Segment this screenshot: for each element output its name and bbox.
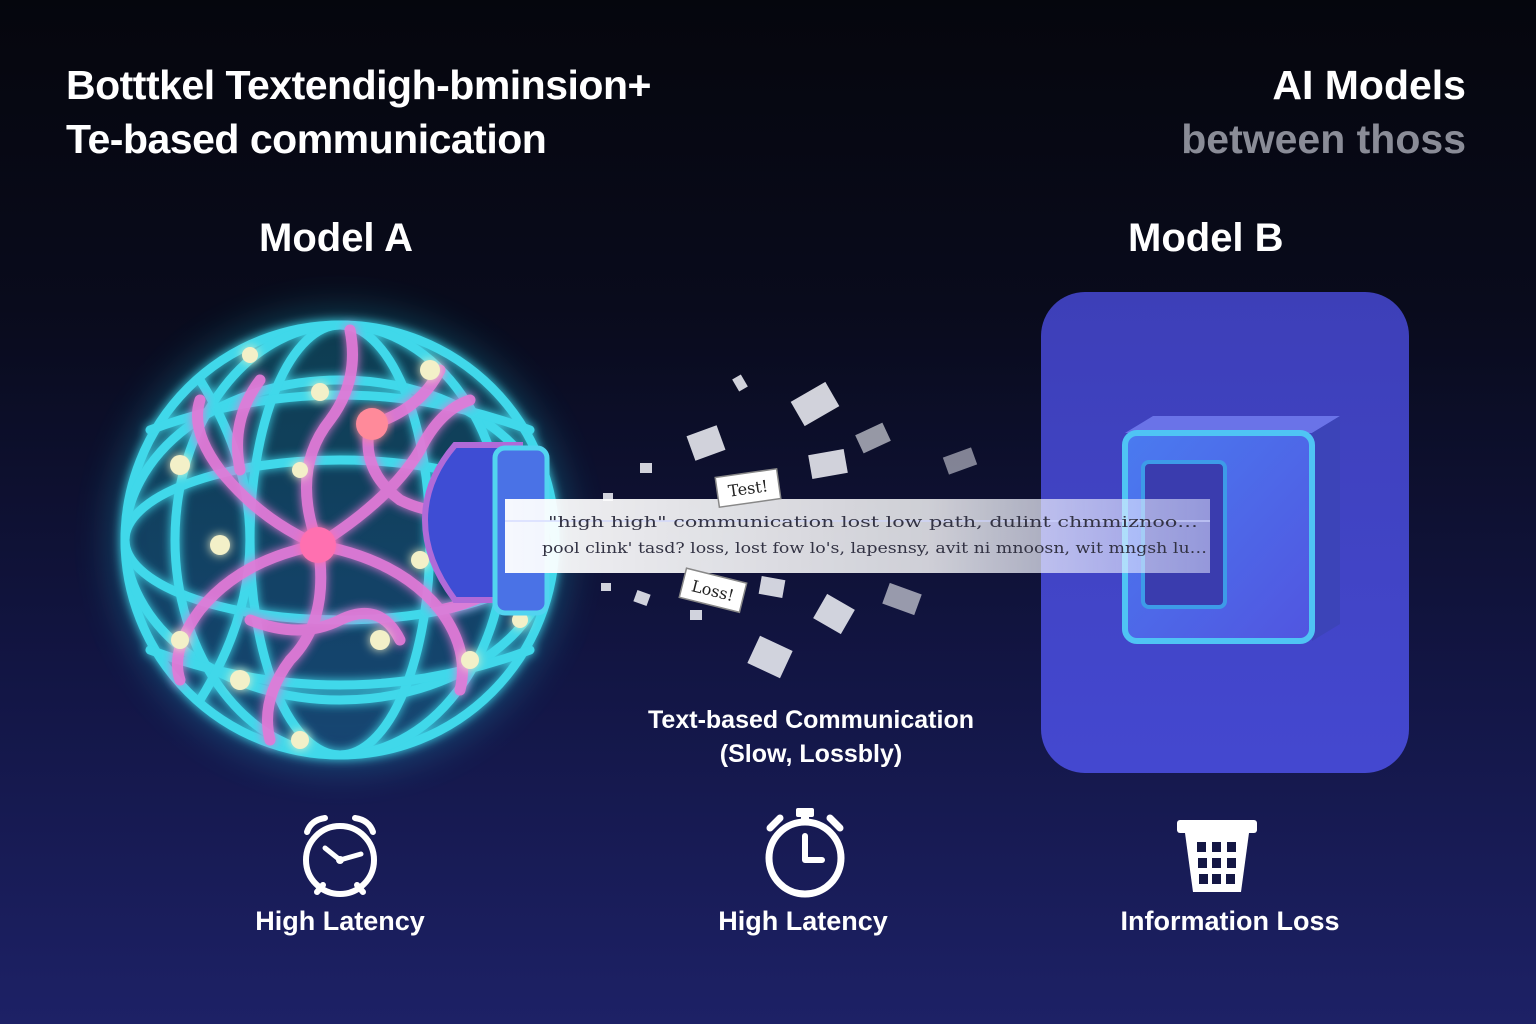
text-stream-line-1: "high high" communication lost low path,… [548, 513, 1198, 531]
caption-line-2: (Slow, Lossbly) [719, 740, 903, 768]
scattered-fragments [601, 374, 978, 679]
caption-line-1: Text-based Communication [648, 706, 974, 734]
alarm-clock-icon [303, 815, 377, 897]
model-b-block [1041, 292, 1409, 773]
subtitle-line-1: AI Models [1272, 62, 1466, 108]
token-card-test: Test! [714, 467, 782, 509]
subtitle-line-2: between thoss [1181, 116, 1466, 162]
title-line-2: Te-based communication [66, 116, 547, 162]
metric-label-latency-1: High Latency [255, 906, 425, 936]
basket-icon [1177, 820, 1257, 892]
diagram-subtitle: AI Models between thoss [1181, 58, 1466, 166]
model-a-label: Model A [259, 216, 414, 260]
text-stream-line-2: pool clink' tasd? loss, lost fow lo's, l… [542, 539, 1207, 557]
metric-label-information-loss: Information Loss [1120, 906, 1340, 936]
model-b-label: Model B [1128, 216, 1284, 260]
stopwatch-icon [765, 808, 845, 898]
diagram-title: Botttkel Textendigh-bminsion+ Te-based c… [66, 58, 651, 166]
communication-caption: Text-based Communication (Slow, Lossbly) [611, 703, 1011, 771]
metric-label-latency-2: High Latency [718, 906, 888, 936]
token-card-loss: Loss! [678, 567, 748, 614]
title-line-1: Botttkel Textendigh-bminsion+ [66, 62, 651, 108]
model-a-sphere [110, 310, 570, 770]
text-stream: "high high" communication lost low path,… [505, 499, 1210, 573]
